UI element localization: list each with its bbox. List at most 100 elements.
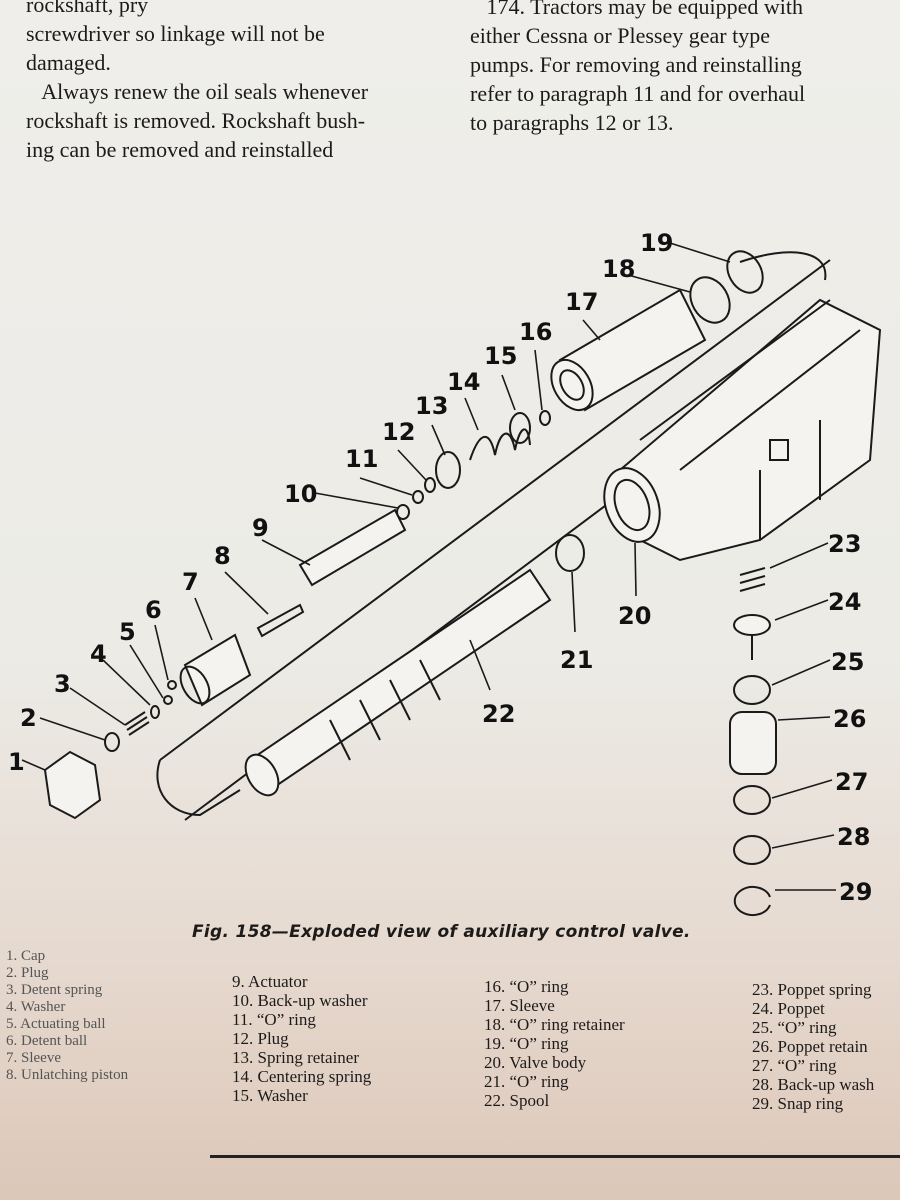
callout-19: 19: [640, 229, 673, 257]
callout-9: 9: [252, 514, 269, 542]
detent-spring-3: [124, 711, 150, 736]
callout-24: 24: [828, 588, 861, 616]
o-ring-retainer-18: [689, 276, 731, 324]
text-line: rockshaft is removed. Rockshaft bush-: [26, 108, 366, 133]
o-ring-27: [733, 785, 771, 815]
guide-arrow-top: [739, 251, 827, 281]
legend-item: 21. “O” ring: [484, 1072, 569, 1091]
callout-7: 7: [182, 568, 199, 596]
spool-22: [244, 568, 552, 797]
legend-column-4: 23. Poppet spring 24. Poppet 25. “O” rin…: [752, 980, 874, 1113]
poppet-retainer-26: [729, 711, 777, 775]
callout-28: 28: [837, 823, 870, 851]
callout-22: 22: [482, 700, 515, 728]
actuator-9: [298, 508, 407, 587]
callout-17: 17: [565, 288, 598, 316]
callout-2: 2: [20, 704, 37, 732]
callout-21: 21: [560, 646, 593, 674]
o-ring-21: [555, 534, 585, 572]
legend-item: 5. Actuating ball: [6, 1016, 106, 1032]
legend-item: 3. Detent spring: [6, 982, 103, 998]
sleeve-17: [550, 288, 707, 412]
poppet-spring-23: [739, 567, 766, 592]
callout-16: 16: [519, 318, 552, 346]
legend-column-1: 1. Cap 2. Plug 3. Detent spring 4. Washe…: [6, 948, 128, 1084]
text-line: Always renew the oil seals whenever: [26, 79, 369, 104]
text-line: to paragraphs 12 or 13.: [470, 110, 674, 135]
callout-12: 12: [382, 418, 415, 446]
legend-item: 14. Centering spring: [232, 1067, 372, 1086]
text-line: 174. Tractors may be equipped with: [470, 0, 804, 19]
axis-line-upper: [159, 259, 831, 761]
callout-1: 1: [8, 748, 25, 776]
plug-12: [424, 477, 436, 493]
callout-4: 4: [90, 640, 107, 668]
callout-20: 20: [618, 602, 651, 630]
snap-ring-29: [733, 886, 771, 916]
legend-item: 17. Sleeve: [484, 996, 555, 1015]
legend-item: 25. “O” ring: [752, 1018, 837, 1037]
callout-11: 11: [345, 445, 378, 473]
callout-13: 13: [415, 392, 448, 420]
text-line: either Cessna or Plessey gear type: [470, 23, 770, 48]
text-line: damaged.: [26, 50, 111, 75]
poppet-24: [733, 614, 771, 636]
legend-item: 22. Spool: [484, 1091, 550, 1110]
o-ring-19: [726, 250, 764, 294]
detent-ball-6: [167, 680, 177, 690]
legend-item: 13. Spring retainer: [232, 1048, 359, 1067]
callout-29: 29: [839, 878, 872, 906]
legend-item: 10. Back-up washer: [232, 991, 368, 1010]
o-ring-16: [539, 410, 551, 426]
callout-6: 6: [145, 596, 162, 624]
legend-item: 24. Poppet: [752, 999, 825, 1018]
exploded-view-diagram: 1 2 3 4 5 6 7 8 9 10 11 12 13 14 15 16 1…: [8, 229, 882, 916]
legend-item: 29. Snap ring: [752, 1094, 844, 1113]
callout-26: 26: [833, 705, 866, 733]
spring-retainer-13: [435, 451, 461, 489]
legend-item: 12. Plug: [232, 1029, 289, 1048]
callout-8: 8: [214, 542, 231, 570]
text-line: rockshaft, pry: [26, 0, 149, 17]
callout-27: 27: [835, 768, 868, 796]
legend-item: 6. Detent ball: [6, 1033, 88, 1049]
leader-lines: [21, 242, 836, 891]
actuating-ball-5: [163, 695, 173, 705]
plug-2: [104, 732, 120, 752]
callout-10: 10: [284, 480, 317, 508]
legend-item: 2. Plug: [6, 965, 49, 981]
callout-3: 3: [54, 670, 71, 698]
back-up-washer-28: [733, 835, 771, 865]
page-divider-rule: [210, 1155, 900, 1158]
legend-item: 8. Unlatching piston: [6, 1067, 129, 1083]
callout-23: 23: [828, 530, 861, 558]
cap-1: [43, 750, 102, 820]
legend-item: 11. “O” ring: [232, 1010, 316, 1029]
body-text-left-column: rockshaft, pry screwdriver so linkage wi…: [26, 0, 436, 164]
sleeve-7: [183, 633, 252, 707]
legend-item: 27. “O” ring: [752, 1056, 837, 1075]
legend-item: 28. Back-up wash: [752, 1075, 875, 1094]
legend-item: 1. Cap: [6, 948, 46, 964]
legend-item: 18. “O” ring retainer: [484, 1015, 625, 1034]
figure-caption: Fig. 158—Exploded view of auxiliary cont…: [192, 922, 691, 942]
washer-15: [509, 412, 531, 444]
callout-18: 18: [602, 255, 635, 283]
legend-column-3: 16. “O” ring 17. Sleeve 18. “O” ring ret…: [484, 977, 625, 1110]
body-text-right-column: 174. Tractors may be equipped with eithe…: [470, 0, 890, 137]
text-line: ing can be removed and reinstalled: [26, 137, 334, 162]
text-line: screwdriver so linkage will not be: [26, 21, 325, 46]
legend-item: 9. Actuator: [232, 972, 308, 991]
legend-item: 26. Poppet retain: [752, 1037, 868, 1056]
legend-item: 15. Washer: [232, 1086, 308, 1105]
callout-25: 25: [831, 648, 864, 676]
legend-item: 16. “O” ring: [484, 977, 569, 996]
legend-item: 23. Poppet spring: [752, 980, 872, 999]
o-ring-25: [733, 675, 771, 705]
washer-4: [150, 705, 160, 719]
valve-body: [603, 298, 882, 562]
o-ring-11: [412, 490, 424, 504]
text-line: refer to paragraph 11 and for overhaul: [470, 81, 806, 106]
legend-item: 7. Sleeve: [6, 1050, 61, 1066]
unlatching-piston-8: [256, 603, 305, 638]
